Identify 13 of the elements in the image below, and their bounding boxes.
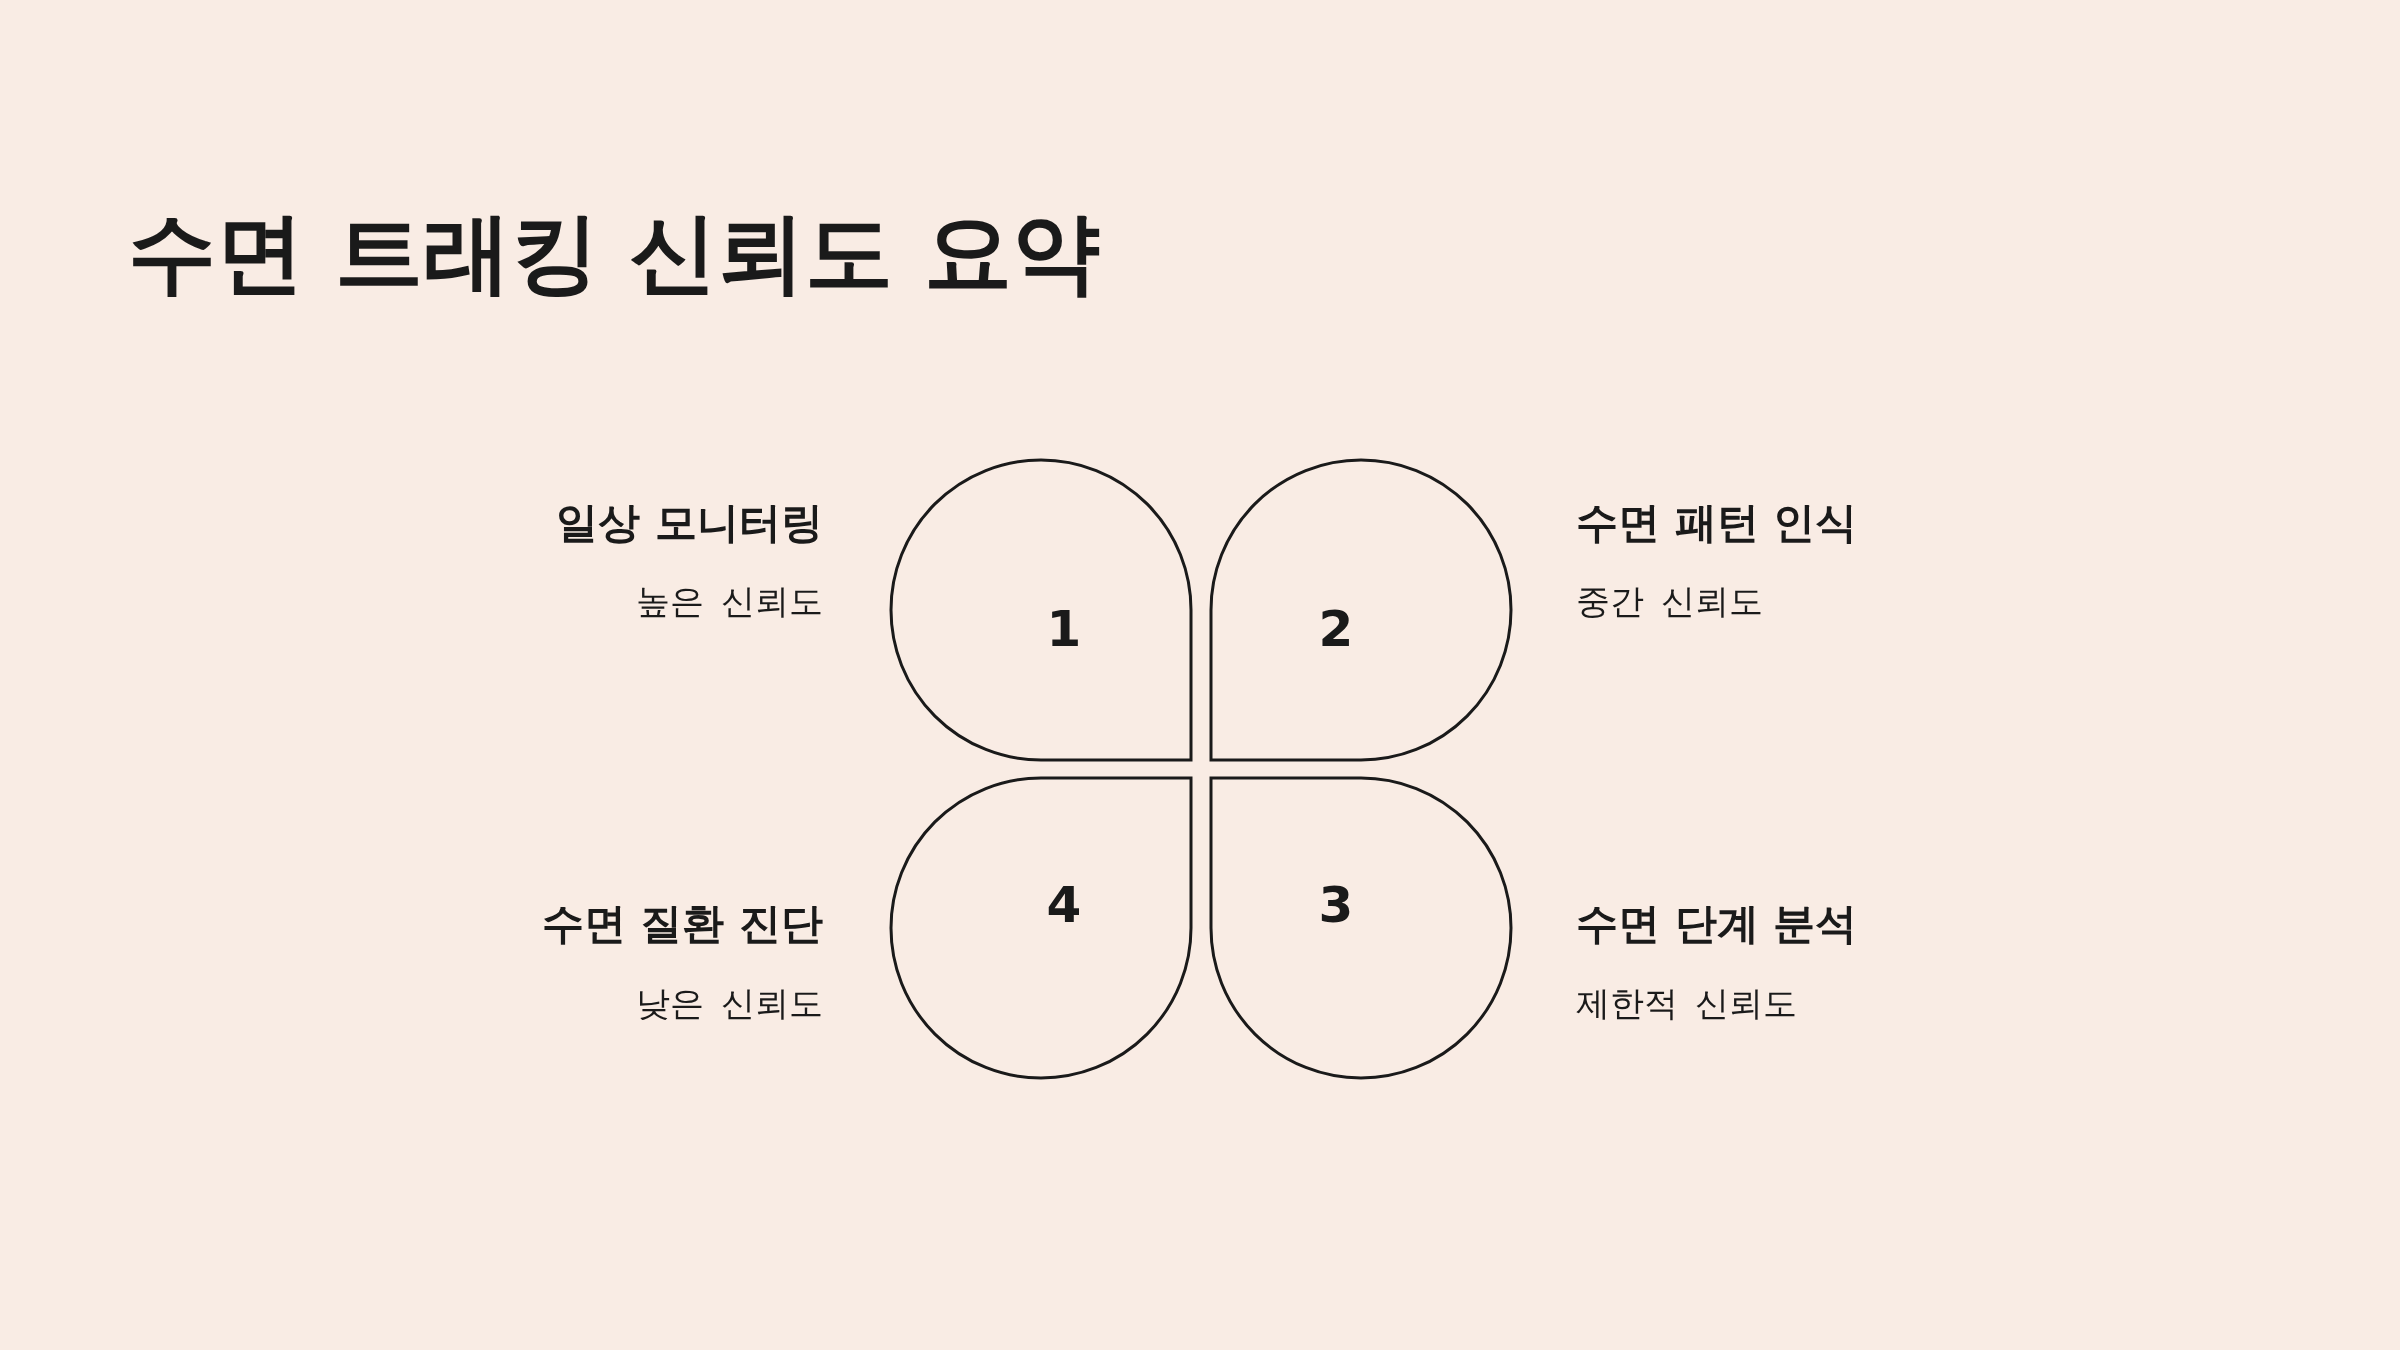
item-heading: 수면 질환 진단 [541, 898, 823, 950]
step-number: 3 [1318, 880, 1354, 930]
item-heading: 수면 단계 분석 [1576, 898, 1858, 950]
reliability-text: 낮은 신뢰도 [636, 982, 823, 1024]
reliability-text: 높은 신뢰도 [636, 580, 823, 622]
reliability-text: 제한적 신뢰도 [1576, 982, 1797, 1024]
item-heading: 수면 패턴 인식 [1576, 497, 1858, 549]
step-number: 1 [1046, 604, 1082, 654]
step-number: 2 [1318, 604, 1354, 654]
slide-title: 수면 트래킹 신뢰도 요약 [128, 200, 1100, 306]
reliability-text: 중간 신뢰도 [1576, 580, 1763, 622]
step-number: 4 [1046, 880, 1082, 930]
item-heading: 일상 모니터링 [556, 497, 823, 549]
